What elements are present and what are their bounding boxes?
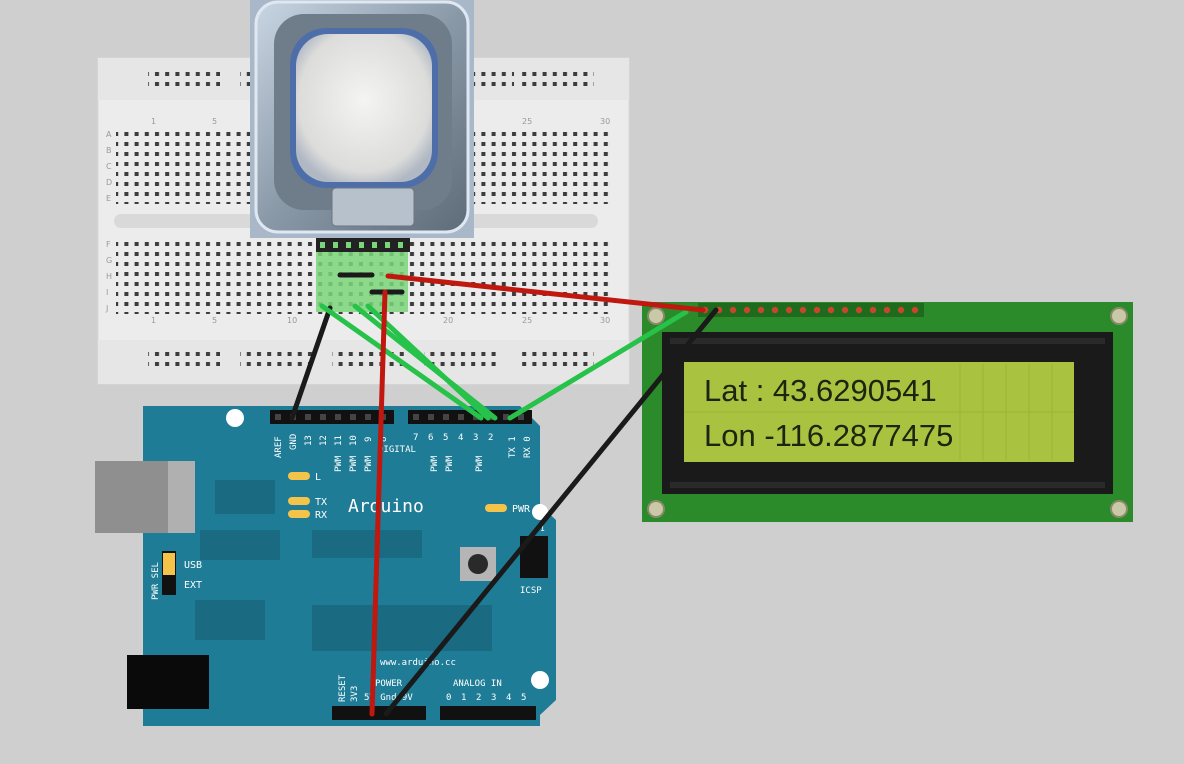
analog-pin-5: 5 (521, 693, 526, 703)
lcd-line-2: Lon -116.2877475 (704, 418, 953, 453)
svg-text:10: 10 (287, 316, 297, 325)
lcd-header-pins (698, 303, 924, 317)
svg-text:30: 30 (600, 316, 610, 325)
pin-label-rx: RX 0 (523, 436, 533, 458)
lcd-character-grid (684, 364, 1074, 460)
wire-black-lcd (383, 307, 719, 717)
svg-text:20: 20 (443, 316, 453, 325)
svg-text:PWR SEL: PWR SEL (151, 562, 161, 600)
pin-label-9: 9 (364, 437, 374, 442)
digital-header-left (270, 410, 394, 424)
pin-label-tx: TX 1 (508, 436, 518, 458)
pin-label-12: 12 (319, 435, 329, 446)
gps-pins (316, 238, 410, 252)
wire-green-lcd (507, 309, 689, 421)
url-label: www.arduino.cc (380, 658, 456, 668)
pin-label-11: 11 (334, 435, 344, 446)
analog-pin-2: 2 (476, 693, 481, 703)
svg-text:I: I (106, 288, 108, 297)
pin-label-gnd: GND (289, 434, 299, 450)
power-label: POWER (375, 679, 403, 689)
pwm-label-3: PWM (475, 455, 485, 472)
svg-text:1: 1 (151, 117, 156, 126)
analog-pin-1: 1 (461, 693, 466, 703)
pin-label-4: 4 (458, 433, 463, 443)
svg-text:PWR: PWR (512, 504, 531, 515)
pin-label-aref: AREF (274, 436, 284, 458)
led-pwr: PWR (485, 504, 531, 515)
wire-green-1 (319, 303, 484, 421)
wire-green-3 (365, 303, 491, 421)
wires (289, 273, 719, 717)
svg-text:25: 25 (522, 316, 532, 325)
svg-text:J: J (105, 304, 108, 313)
power-header (332, 706, 426, 720)
pin-label-2: 2 (488, 433, 493, 443)
lcd-line-1: Lat : 43.6290541 (704, 373, 937, 408)
pwm-label-11: PWM (334, 455, 344, 472)
pin-label-7: 7 (413, 433, 418, 443)
power-pins-label: 5V Gnd 9V (364, 693, 413, 703)
pwm-label-9: PWM (364, 455, 374, 472)
svg-text:E: E (106, 194, 111, 203)
lcd-module: Lat : 43.6290541 Lon -116.2877475 (642, 302, 1133, 522)
svg-text:5: 5 (212, 117, 217, 126)
column-numbers: 1 5 25 30 1 5 10 20 25 30 (151, 117, 610, 325)
digital-label: DIGITAL (378, 445, 416, 455)
svg-text:D: D (106, 178, 112, 187)
svg-text:30: 30 (600, 117, 610, 126)
reset-label: RESET (338, 674, 348, 702)
active-holes (316, 252, 408, 312)
reset-button[interactable] (460, 547, 496, 581)
bottom-power-rail (148, 348, 594, 370)
pin-label-13: 13 (304, 435, 314, 446)
analog-pin-3: 3 (491, 693, 496, 703)
svg-text:1: 1 (540, 524, 545, 533)
row-letters: A B C D E F G H I J (105, 130, 112, 313)
pwm-label-6: PWM (430, 455, 440, 472)
pwm-label-5: PWM (445, 455, 455, 472)
svg-text:F: F (106, 240, 111, 249)
gps-module (250, 0, 474, 252)
svg-text:USB: USB (184, 560, 202, 571)
svg-text:H: H (106, 272, 112, 281)
analog-pin-0: 0 (446, 693, 451, 703)
wire-black-gnd (289, 305, 333, 421)
svg-text:A: A (106, 130, 112, 139)
pin-label-10: 10 (349, 435, 359, 446)
pin-label-5: 5 (443, 433, 448, 443)
analog-pin-4: 4 (506, 693, 511, 703)
arduino-board: AREF GND 13 12 11 10 9 8 7 6 5 4 3 2 TX … (95, 406, 556, 726)
analog-header (440, 706, 536, 720)
svg-text:TX: TX (315, 497, 327, 508)
pwm-label-10: PWM (349, 455, 359, 472)
wire-red-lcd (385, 273, 706, 313)
svg-text:25: 25 (522, 117, 532, 126)
svg-text:1: 1 (151, 316, 156, 325)
analog-in-label: ANALOG IN (453, 679, 502, 689)
svg-text:C: C (106, 162, 112, 171)
pin-label-6: 6 (428, 433, 433, 443)
led-tx: TX (288, 497, 327, 508)
wire-red-5v (369, 289, 388, 717)
power-jack (127, 655, 209, 709)
pin-label-3: 3 (473, 433, 478, 443)
led-l: L (288, 472, 321, 483)
svg-text:EXT: EXT (184, 580, 202, 591)
pin-label-8: 8 (379, 437, 389, 442)
v33-label: 3V3 (350, 686, 360, 702)
board-components (195, 480, 492, 651)
svg-text:5: 5 (212, 316, 217, 325)
svg-text:RX: RX (315, 510, 327, 521)
svg-text:G: G (106, 256, 112, 265)
svg-text:L: L (315, 472, 321, 483)
svg-text:B: B (106, 146, 112, 155)
arduino-logo-text: Arduino (348, 496, 424, 517)
led-rx: RX (288, 510, 327, 521)
pwr-sel-jumper: PWR SEL USB EXT (151, 551, 202, 600)
svg-text:ICSP: ICSP (520, 586, 542, 596)
